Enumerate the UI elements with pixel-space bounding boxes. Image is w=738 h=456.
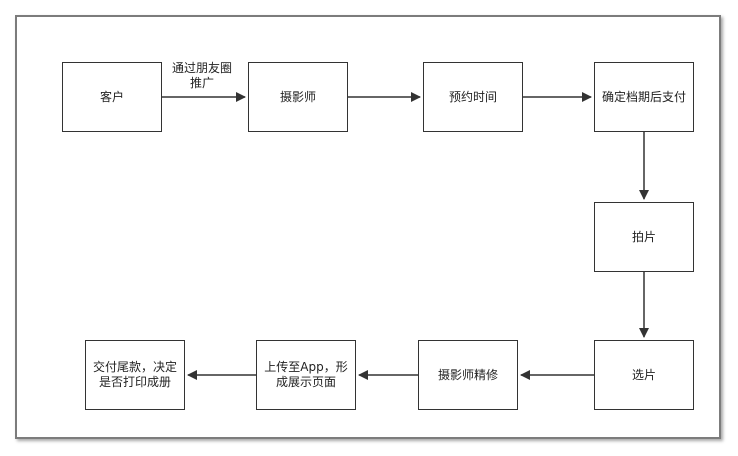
node-customer[interactable]: 客户 — [62, 62, 162, 132]
edge-label-promotion: 通过朋友圈推广 — [171, 61, 233, 91]
node-final-payment[interactable]: 交付尾款，决定是否打印成册 — [85, 340, 185, 410]
node-label: 摄影师 — [279, 89, 316, 104]
node-confirm-pay[interactable]: 确定档期后支付 — [594, 62, 694, 132]
node-upload-app[interactable]: 上传至App，形成展示页面 — [256, 340, 356, 410]
node-select[interactable]: 选片 — [594, 340, 694, 410]
node-shoot[interactable]: 拍片 — [594, 202, 694, 272]
node-book-time[interactable]: 预约时间 — [423, 62, 523, 132]
node-label: 确定档期后支付 — [601, 89, 686, 104]
node-photographer[interactable]: 摄影师 — [248, 62, 348, 132]
node-label: 摄影师精修 — [437, 367, 498, 382]
node-label: 交付尾款，决定是否打印成册 — [92, 360, 177, 389]
node-retouch[interactable]: 摄影师精修 — [418, 340, 518, 410]
node-label: 客户 — [99, 89, 124, 104]
node-label: 预约时间 — [448, 89, 497, 104]
node-label: 上传至App，形成展示页面 — [264, 360, 348, 389]
node-label: 拍片 — [631, 229, 656, 244]
node-label: 选片 — [631, 367, 656, 382]
